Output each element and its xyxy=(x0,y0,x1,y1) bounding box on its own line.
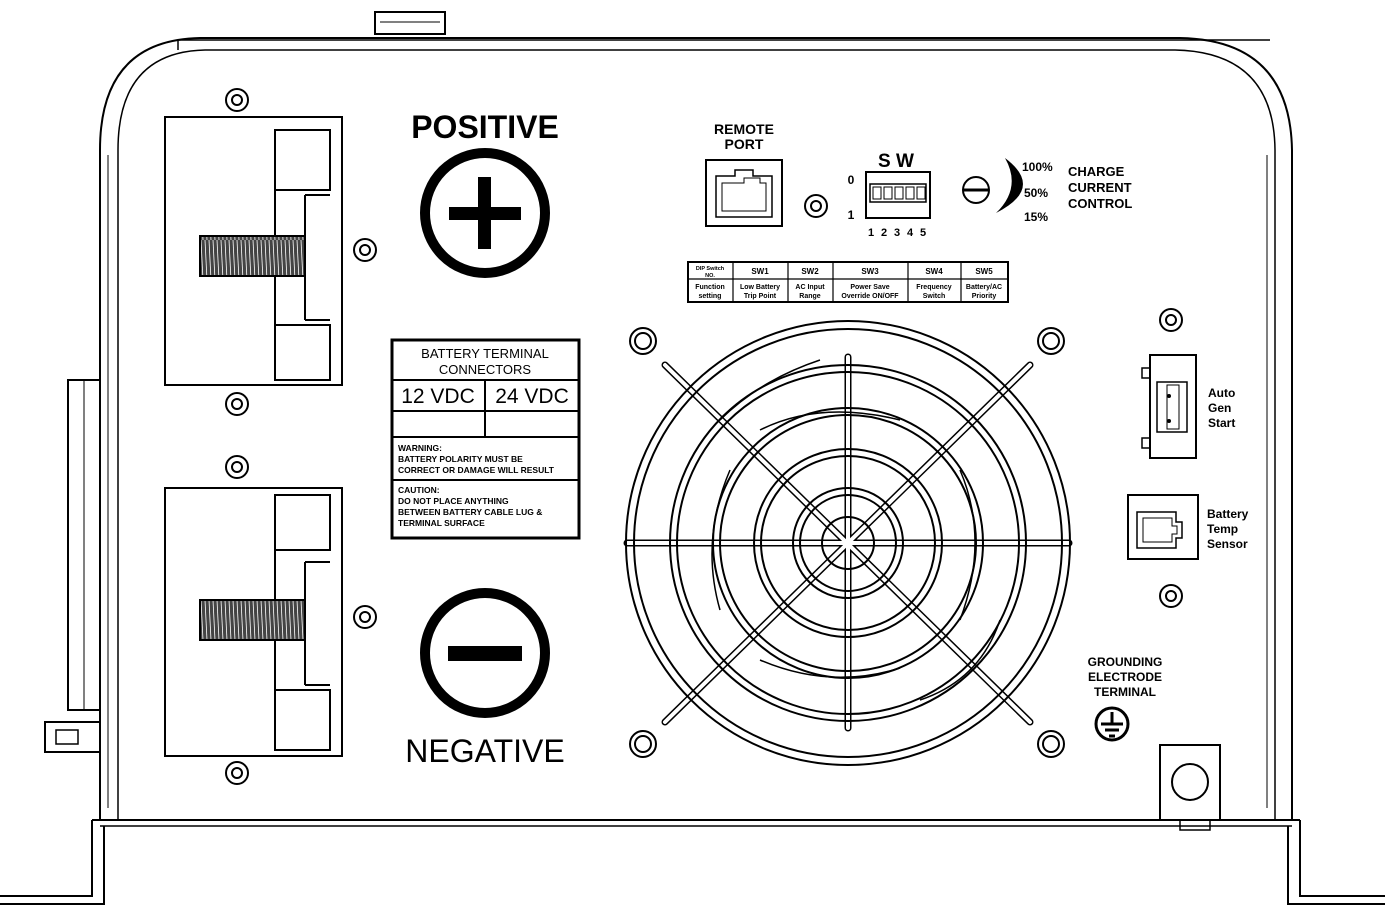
charge-label-2: CURRENT xyxy=(1068,180,1132,195)
minus-icon xyxy=(420,588,550,718)
negative-label: NEGATIVE xyxy=(405,733,564,769)
screw-icon xyxy=(804,194,828,218)
rj-jack-icon xyxy=(1136,511,1183,549)
dip-col-sw4: SW4 xyxy=(925,267,943,276)
dip-col-sw3-desc-1: Power Save xyxy=(850,284,889,291)
temp-sensor-label-3: Sensor xyxy=(1207,537,1248,551)
ground-label-1: GROUNDING xyxy=(1088,655,1163,669)
caution-2: DO NOT PLACE ANYTHING xyxy=(398,496,509,506)
battery-temp-sensor-port: Battery Temp Sensor xyxy=(1127,494,1249,560)
dip-table-header-2: NO. xyxy=(705,273,715,279)
connectors-12vdc: 12 VDC xyxy=(401,385,475,408)
charge-label-3: CONTROL xyxy=(1068,196,1132,211)
caution-3: BETWEEN BATTERY CABLE LUG & xyxy=(398,507,542,517)
dip-col-sw4-desc-1: Frequency xyxy=(916,284,952,291)
screw-icon xyxy=(225,88,249,112)
dip-col-sw4-desc-2: Switch xyxy=(923,293,946,300)
connectors-title-2: CONNECTORS xyxy=(439,362,532,377)
rj-jack-icon xyxy=(715,169,773,218)
dip-toggles[interactable] xyxy=(872,186,926,200)
dip-col-sw2-desc-2: Range xyxy=(799,293,821,300)
charge-pct-mid: 50% xyxy=(1024,186,1048,200)
dip-col-sw3-desc-2: Override ON/OFF xyxy=(841,293,899,300)
grounding-terminal: GROUNDING ELECTRODE TERMINAL xyxy=(1088,655,1221,821)
temp-sensor-label-2: Temp xyxy=(1207,522,1238,536)
connectors-title-1: BATTERY TERMINAL xyxy=(421,346,549,361)
screw-icon xyxy=(225,455,249,479)
remote-port-label-1: REMOTE xyxy=(714,121,774,137)
dip-switch-title: S W xyxy=(878,151,914,172)
ground-bolt-icon xyxy=(1171,763,1209,801)
dip-col-sw3: SW3 xyxy=(861,267,879,276)
battery-connectors-label: BATTERY TERMINAL CONNECTORS 12 VDC 24 VD… xyxy=(390,338,581,540)
negative-terminal xyxy=(164,487,343,757)
remote-port: REMOTE PORT xyxy=(705,121,783,227)
charge-pct-low: 15% xyxy=(1024,210,1048,224)
adjust-knob-icon xyxy=(962,176,990,204)
screw-icon xyxy=(353,238,377,262)
dip-number-5: 5 xyxy=(920,227,926,239)
dip-table-header-1: DIP Switch xyxy=(696,266,725,272)
dip-table-row-label-1: Function xyxy=(695,284,725,291)
dip-state-off: 0 xyxy=(848,173,855,187)
dip-col-sw1-desc-1: Low Battery xyxy=(740,284,780,291)
panel-screws xyxy=(225,88,1183,785)
charge-current-control[interactable]: 100% 50% 15% CHARGE CURRENT CONTROL xyxy=(962,158,1132,224)
positive-terminal xyxy=(164,116,343,386)
ground-symbol-icon xyxy=(1094,706,1130,742)
dip-number-4: 4 xyxy=(907,227,914,239)
dip-table-row-label-2: setting xyxy=(699,293,722,300)
dip-col-sw1: SW1 xyxy=(751,267,769,276)
screw-icon xyxy=(353,605,377,629)
charge-pct-high: 100% xyxy=(1022,160,1053,174)
caution-1: CAUTION: xyxy=(398,485,440,495)
dip-col-sw5-desc-2: Priority xyxy=(972,293,997,300)
dip-col-sw5-desc-1: Battery/AC xyxy=(966,284,1002,291)
charge-label-1: CHARGE xyxy=(1068,164,1125,179)
level-arc-icon xyxy=(996,158,1023,213)
dip-number-3: 3 xyxy=(894,227,900,239)
dip-function-table: DIP Switch NO. Function setting SW1 Low … xyxy=(687,261,1009,303)
ground-label-2: ELECTRODE xyxy=(1088,670,1162,684)
auto-gen-label-3: Start xyxy=(1208,416,1235,430)
ground-label-3: TERMINAL xyxy=(1094,685,1156,699)
dip-number-1: 1 xyxy=(868,227,874,239)
dip-col-sw5: SW5 xyxy=(975,267,993,276)
connectors-24vdc: 24 VDC xyxy=(495,385,569,408)
dip-switch[interactable]: S W 0 1 1 2 3 4 5 xyxy=(848,151,931,239)
caution-4: TERMINAL SURFACE xyxy=(398,518,485,528)
fan-icon xyxy=(623,320,1073,766)
auto-gen-start-connector: Auto Gen Start xyxy=(1141,354,1235,459)
temp-sensor-label-1: Battery xyxy=(1207,507,1249,521)
screw-icon xyxy=(225,761,249,785)
remote-port-label-2: PORT xyxy=(725,136,764,152)
dip-col-sw1-desc-2: Trip Point xyxy=(744,293,777,300)
screw-icon xyxy=(1159,308,1183,332)
warning-1: WARNING: xyxy=(398,443,442,453)
chassis xyxy=(0,11,1385,905)
screw-icon xyxy=(225,392,249,416)
dip-col-sw2: SW2 xyxy=(801,267,819,276)
auto-gen-label-2: Gen xyxy=(1208,401,1231,415)
dip-state-on: 1 xyxy=(848,208,855,222)
warning-3: CORRECT OR DAMAGE WILL RESULT xyxy=(398,465,555,475)
positive-label: POSITIVE xyxy=(411,109,559,145)
dip-col-sw2-desc-1: AC Input xyxy=(795,284,825,291)
warning-2: BATTERY POLARITY MUST BE xyxy=(398,454,523,464)
auto-gen-label-1: Auto xyxy=(1208,386,1235,400)
dip-number-2: 2 xyxy=(881,227,887,239)
plus-icon xyxy=(420,148,550,278)
screw-icon xyxy=(1159,584,1183,608)
